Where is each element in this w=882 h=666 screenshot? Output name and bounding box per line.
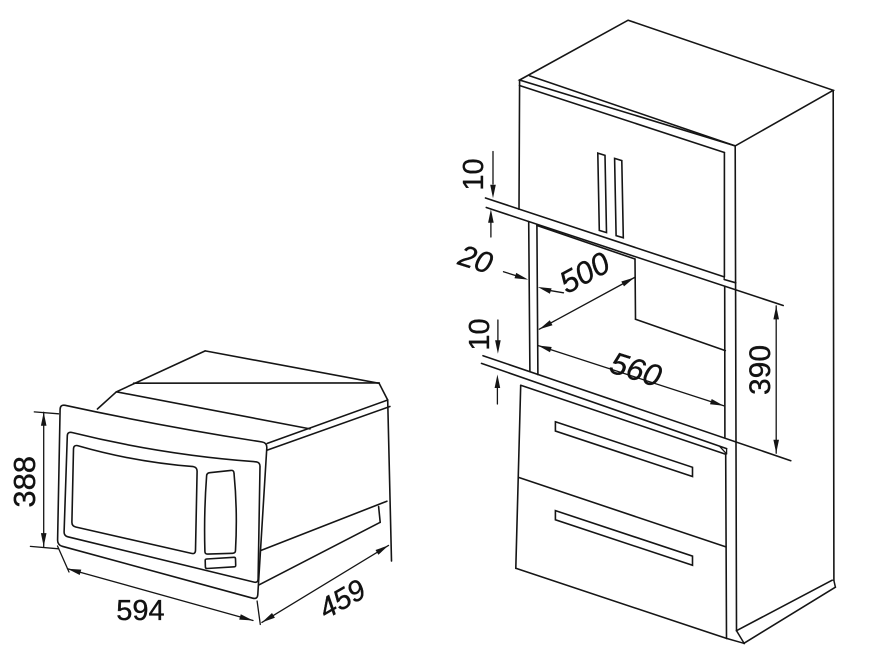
svg-text:10: 10	[464, 318, 496, 350]
svg-text:390: 390	[744, 345, 777, 395]
svg-text:388: 388	[7, 456, 42, 508]
svg-text:594: 594	[116, 595, 164, 627]
svg-text:10: 10	[458, 158, 490, 190]
